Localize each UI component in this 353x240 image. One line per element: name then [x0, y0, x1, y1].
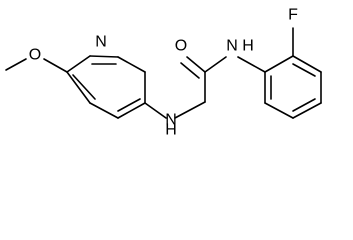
bond-py-1 — [66, 55, 91, 73]
bond-py-5 — [117, 102, 146, 119]
bond-ph-2b — [292, 63, 316, 77]
molecule-diagram: O N H N O N H F — [5, 6, 322, 139]
bond-c-amide-n — [204, 56, 227, 73]
structure-drawing: O N H N O N H F — [5, 7, 322, 139]
bond-py-7 — [66, 71, 91, 104]
bond-c-o-1 — [186, 56, 206, 73]
bond-c-o-2 — [180, 62, 200, 79]
bond-methyl-o — [5, 58, 27, 71]
bond-n-phenyl — [237, 56, 266, 73]
bond-nh-ch2 — [174, 101, 206, 119]
bond-ph-1 — [264, 55, 294, 73]
atom-amine-h: H — [165, 122, 177, 139]
bond-py-7b — [72, 74, 96, 100]
bond-py-6 — [89, 102, 119, 119]
atom-pyridine-nitrogen: N — [95, 34, 107, 51]
atom-amide-h: H — [242, 38, 254, 55]
atom-fluorine: F — [288, 7, 298, 24]
atom-amide-n: N — [226, 38, 238, 55]
bond-ph-5 — [264, 102, 294, 119]
bond-o-pyridine — [43, 58, 68, 73]
bond-ring-nh — [144, 102, 167, 119]
atom-methoxy-oxygen: O — [29, 47, 41, 64]
atom-amine-n: N — [165, 112, 177, 129]
atom-carbonyl-oxygen: O — [175, 38, 187, 55]
bond-py-5b — [117, 98, 141, 112]
bond-ph-4 — [292, 102, 322, 119]
bond-ph-2 — [292, 55, 322, 73]
bond-py-2 — [89, 55, 119, 58]
bond-ph-4b — [292, 98, 316, 112]
bond-py-3 — [117, 56, 146, 73]
